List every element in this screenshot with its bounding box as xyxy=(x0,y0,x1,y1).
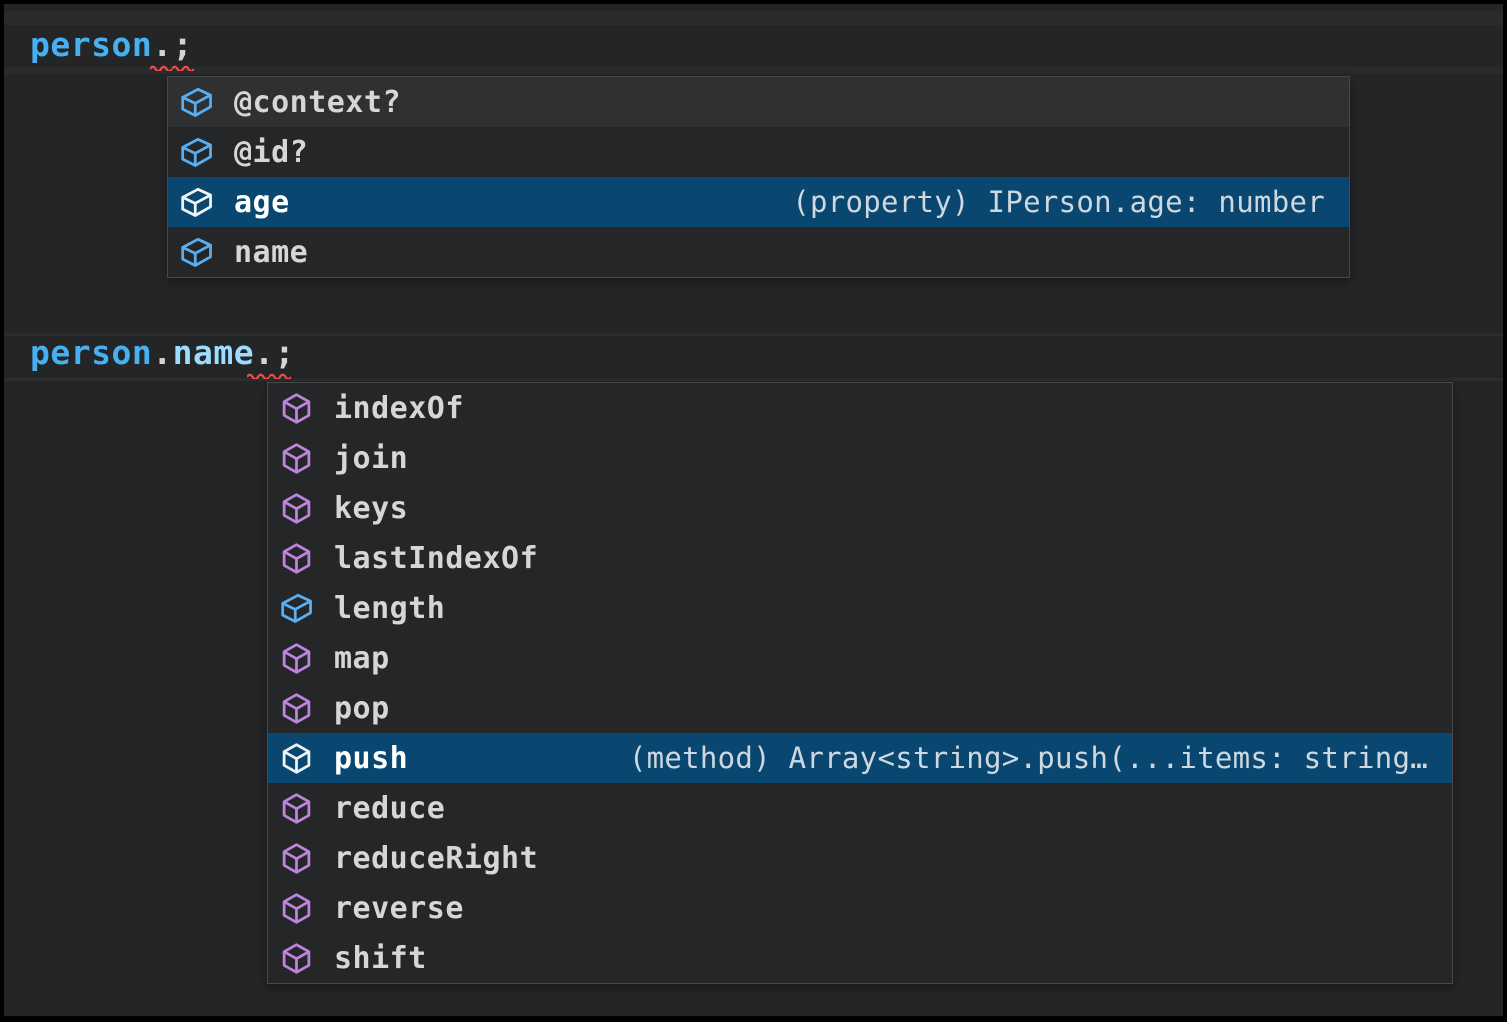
code-editor[interactable]: person.; person.name.; @context?@id?age(… xyxy=(4,4,1503,1016)
suggestion-item-indexof[interactable]: indexOf xyxy=(268,383,1452,433)
symbol-method-icon xyxy=(280,892,313,925)
symbol-field-icon xyxy=(180,186,213,219)
suggest-widget-person-name: indexOf join keys lastIndexOf length map pop pu… xyxy=(267,382,1453,984)
symbol-method-icon xyxy=(280,742,313,775)
suggestion-item-map[interactable]: map xyxy=(268,633,1452,683)
suggestion-detail: (method) Array<string>.push(...items: st… xyxy=(628,741,1428,775)
suggestion-label: shift xyxy=(334,940,427,976)
code-token: person xyxy=(30,333,153,372)
code-token: .; xyxy=(254,333,295,372)
suggestion-label: lastIndexOf xyxy=(334,540,539,576)
code-line-person-name[interactable]: person.name.; xyxy=(30,333,295,373)
suggestion-item-id[interactable]: @id? xyxy=(168,127,1349,177)
suggestion-item-length[interactable]: length xyxy=(268,583,1452,633)
suggestion-item-reduce[interactable]: reduce xyxy=(268,783,1452,833)
suggestion-item-name[interactable]: name xyxy=(168,227,1349,277)
suggestion-label: indexOf xyxy=(334,390,464,426)
suggestion-label: push xyxy=(334,740,409,776)
suggestion-item-lastindexof[interactable]: lastIndexOf xyxy=(268,533,1452,583)
line-highlight-rule xyxy=(4,333,1503,336)
suggestion-label: name xyxy=(234,234,309,270)
suggestion-item-push[interactable]: push (method) Array<string>.push(...items… xyxy=(268,733,1452,783)
suggestion-label: @id? xyxy=(234,134,309,170)
symbol-method-icon xyxy=(280,792,313,825)
code-token: person xyxy=(30,25,153,64)
symbol-method-icon xyxy=(280,642,313,675)
error-squiggle xyxy=(172,63,194,71)
suggestion-label: map xyxy=(334,640,390,676)
symbol-field-icon xyxy=(180,236,213,269)
line-highlight-rule xyxy=(4,67,1503,74)
suggestion-label: keys xyxy=(334,490,409,526)
suggestion-item-context[interactable]: @context? xyxy=(168,77,1349,127)
symbol-method-icon xyxy=(280,842,313,875)
suggestion-label: join xyxy=(334,440,409,476)
suggestion-item-keys[interactable]: keys xyxy=(268,483,1452,533)
suggestion-detail: (property) IPerson.age: number xyxy=(792,185,1325,219)
code-token: name xyxy=(172,333,255,372)
code-line-person[interactable]: person.; xyxy=(30,25,193,65)
symbol-method-icon xyxy=(280,692,313,725)
symbol-method-icon xyxy=(280,942,313,975)
symbol-field-icon xyxy=(180,136,213,169)
line-highlight-rule xyxy=(4,11,1503,25)
suggestion-label: reverse xyxy=(334,890,464,926)
code-token: .; xyxy=(152,25,193,64)
error-squiggle xyxy=(269,371,291,379)
suggestion-label: age xyxy=(234,184,290,220)
suggestion-label: length xyxy=(334,590,446,626)
code-token: . xyxy=(152,333,173,372)
suggestion-label: @context? xyxy=(234,84,402,120)
suggestion-label: reduce xyxy=(334,790,446,826)
symbol-method-icon xyxy=(280,442,313,475)
suggestion-item-pop[interactable]: pop xyxy=(268,683,1452,733)
error-squiggle xyxy=(247,371,269,379)
suggestion-label: reduceRight xyxy=(334,840,539,876)
symbol-method-icon xyxy=(280,492,313,525)
line-highlight-rule xyxy=(4,378,1503,381)
suggestion-item-join[interactable]: join xyxy=(268,433,1452,483)
symbol-method-icon xyxy=(280,392,313,425)
suggestion-item-reverse[interactable]: reverse xyxy=(268,883,1452,933)
suggestion-label: pop xyxy=(334,690,390,726)
suggestion-item-shift[interactable]: shift xyxy=(268,933,1452,983)
symbol-field-icon xyxy=(280,592,313,625)
suggest-widget-person: @context? @id? age (property) IPerson.age: … xyxy=(167,76,1350,278)
symbol-method-icon xyxy=(280,542,313,575)
error-squiggle xyxy=(150,63,172,71)
suggestion-item-reduceright[interactable]: reduceRight xyxy=(268,833,1452,883)
symbol-field-icon xyxy=(180,86,213,119)
suggestion-item-age[interactable]: age (property) IPerson.age: number xyxy=(168,177,1349,227)
